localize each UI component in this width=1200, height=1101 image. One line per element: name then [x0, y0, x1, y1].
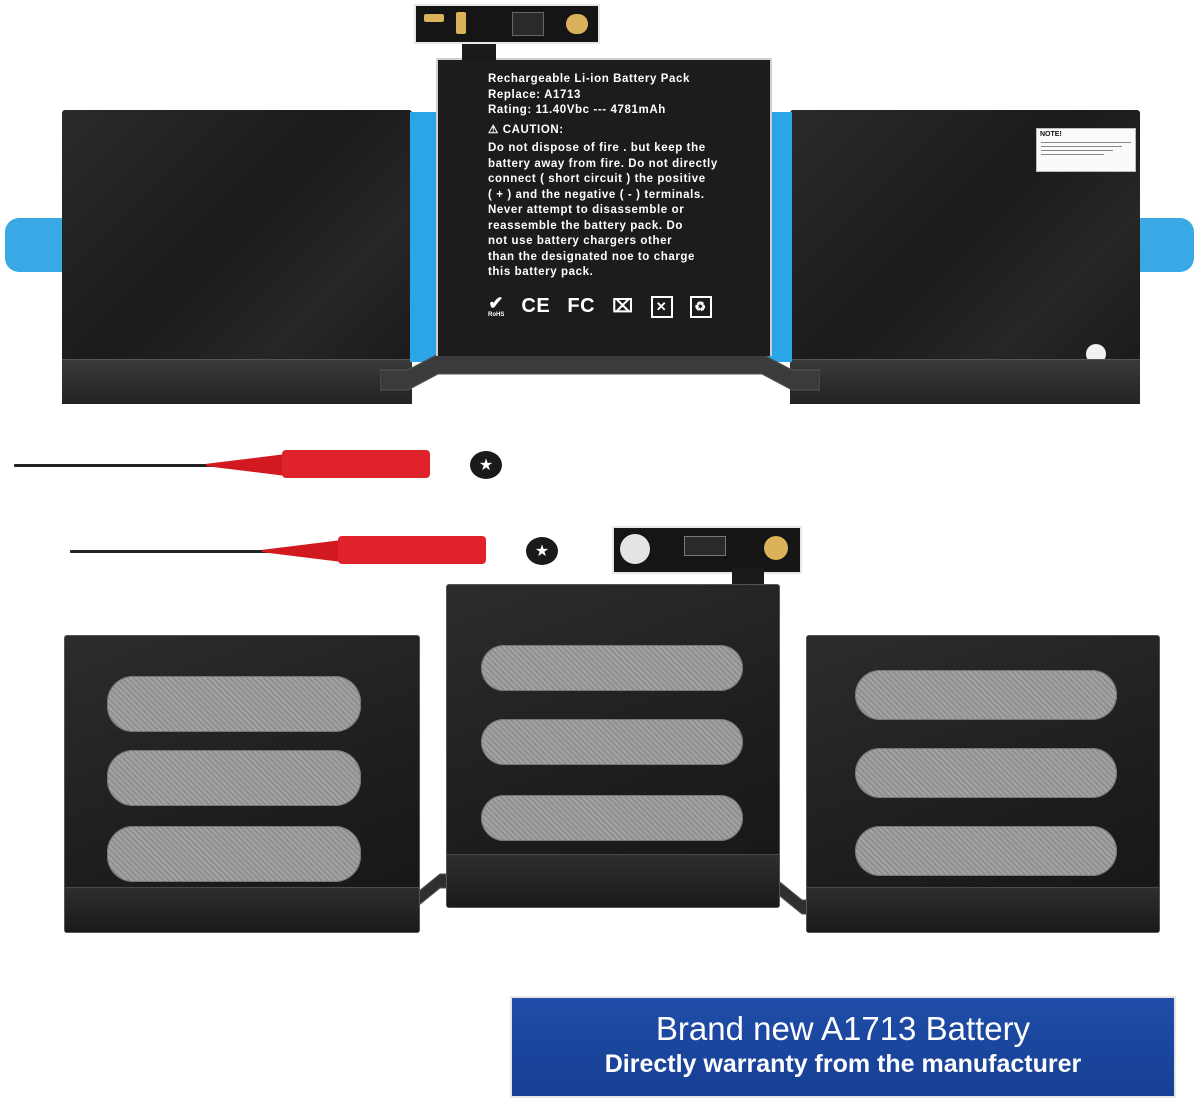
right-cell-top: NOTE! — [790, 110, 1140, 404]
pcb-pad — [456, 12, 466, 34]
left-cell-bottom — [64, 635, 420, 933]
rohs-check-icon: ✔ RoHS — [488, 292, 505, 318]
bottom-pcb-connector — [612, 526, 802, 574]
adhesive-strip — [481, 645, 743, 691]
caution-line: this battery pack. — [488, 266, 594, 278]
adhesive-strip — [481, 795, 743, 841]
top-battery: NOTE! Rechargeable Li-ion Battery Pack R… — [0, 0, 1200, 420]
screwdriver-shaft — [14, 464, 214, 467]
star-screw-icon: ★ — [470, 451, 502, 479]
caution-text: Do not dispose of fire . but keep the ba… — [488, 141, 758, 281]
top-bracket — [380, 353, 820, 391]
star-screw-icon: ★ — [526, 537, 558, 565]
adhesive-strip — [481, 719, 743, 765]
caution-line: connect ( short circuit ) the positive — [488, 173, 706, 185]
pcb-chip — [684, 536, 726, 556]
note-fine-print — [1041, 142, 1131, 155]
pcb-round-sticker — [620, 534, 650, 564]
label-line3: Rating: 11.40Vbc --- 4781mAh — [488, 104, 666, 116]
fc-mark: FC — [567, 295, 596, 318]
crossed-bin-icon: ⌧ — [612, 296, 634, 317]
caution-line: battery away from fire. Do not directly — [488, 157, 718, 170]
label-line2: Replace: A1713 — [488, 88, 581, 101]
banner-title: Brand new A1713 Battery — [655, 1010, 1031, 1047]
adhesive-strip — [107, 750, 361, 806]
battery-label: Rechargeable Li-ion Battery Pack Replace… — [488, 72, 758, 320]
warning-triangle-icon: ⚠ — [488, 123, 499, 136]
ce-mark: CE — [521, 295, 551, 318]
cell-base — [807, 887, 1159, 932]
promo-banner: Brand new A1713 Battery Directly warrant… — [510, 996, 1176, 1098]
boxed-x-icon: ✕ — [650, 296, 673, 318]
pcb-pad — [566, 14, 588, 34]
adhesive-strip — [855, 826, 1117, 876]
left-cell-top — [62, 110, 412, 404]
pcb-chip — [512, 12, 544, 36]
banner-subtitle: Directly warranty from the manufacturer — [604, 1050, 1082, 1078]
caution-line: Never attempt to disassemble or — [488, 204, 685, 216]
round-sticker — [1086, 344, 1106, 364]
screwdriver-flare — [206, 454, 286, 476]
note-sticker: NOTE! — [1036, 128, 1136, 172]
left-blue-strip — [410, 112, 436, 362]
screwdriver-1 — [14, 448, 434, 482]
caution-line: reassemble the battery pack. Do — [488, 219, 684, 232]
rohs-mark: RoHS — [488, 311, 505, 318]
cell-base — [65, 887, 419, 932]
adhesive-strip — [855, 748, 1117, 798]
caution-line: Do not dispose of fire . but keep the — [488, 142, 706, 154]
screwdriver-handle — [338, 536, 486, 564]
caution-line: ( + ) and the negative ( - ) terminals. — [488, 188, 705, 201]
screwdriver-2 — [70, 534, 490, 568]
caution-line: than the designated noe to charge — [488, 250, 696, 263]
pcb-pad — [424, 14, 444, 22]
top-pcb-connector — [414, 4, 600, 44]
screwdriver-handle — [282, 450, 430, 478]
note-title: NOTE! — [1040, 131, 1062, 138]
caution-heading: ⚠ CAUTION: — [488, 123, 758, 139]
bottom-battery — [0, 520, 1200, 940]
cell-base — [447, 854, 779, 907]
pcb-pad — [764, 536, 788, 560]
cert-marks: ✔ RoHS CE FC ⌧ ✕ ♻ — [488, 292, 758, 320]
center-cell-bottom — [446, 584, 780, 908]
screwdriver-shaft — [70, 550, 270, 553]
right-cell-bottom — [806, 635, 1160, 933]
caution-line: not use battery chargers other — [488, 235, 673, 247]
label-line1: Rechargeable Li-ion Battery Pack — [488, 73, 690, 85]
center-cell-top: Rechargeable Li-ion Battery Pack Replace… — [436, 58, 772, 356]
adhesive-strip — [107, 826, 361, 882]
caution-title: CAUTION: — [502, 123, 564, 136]
recycle-icon: ♻ — [689, 296, 712, 318]
adhesive-strip — [855, 670, 1117, 720]
adhesive-strip — [107, 676, 361, 732]
